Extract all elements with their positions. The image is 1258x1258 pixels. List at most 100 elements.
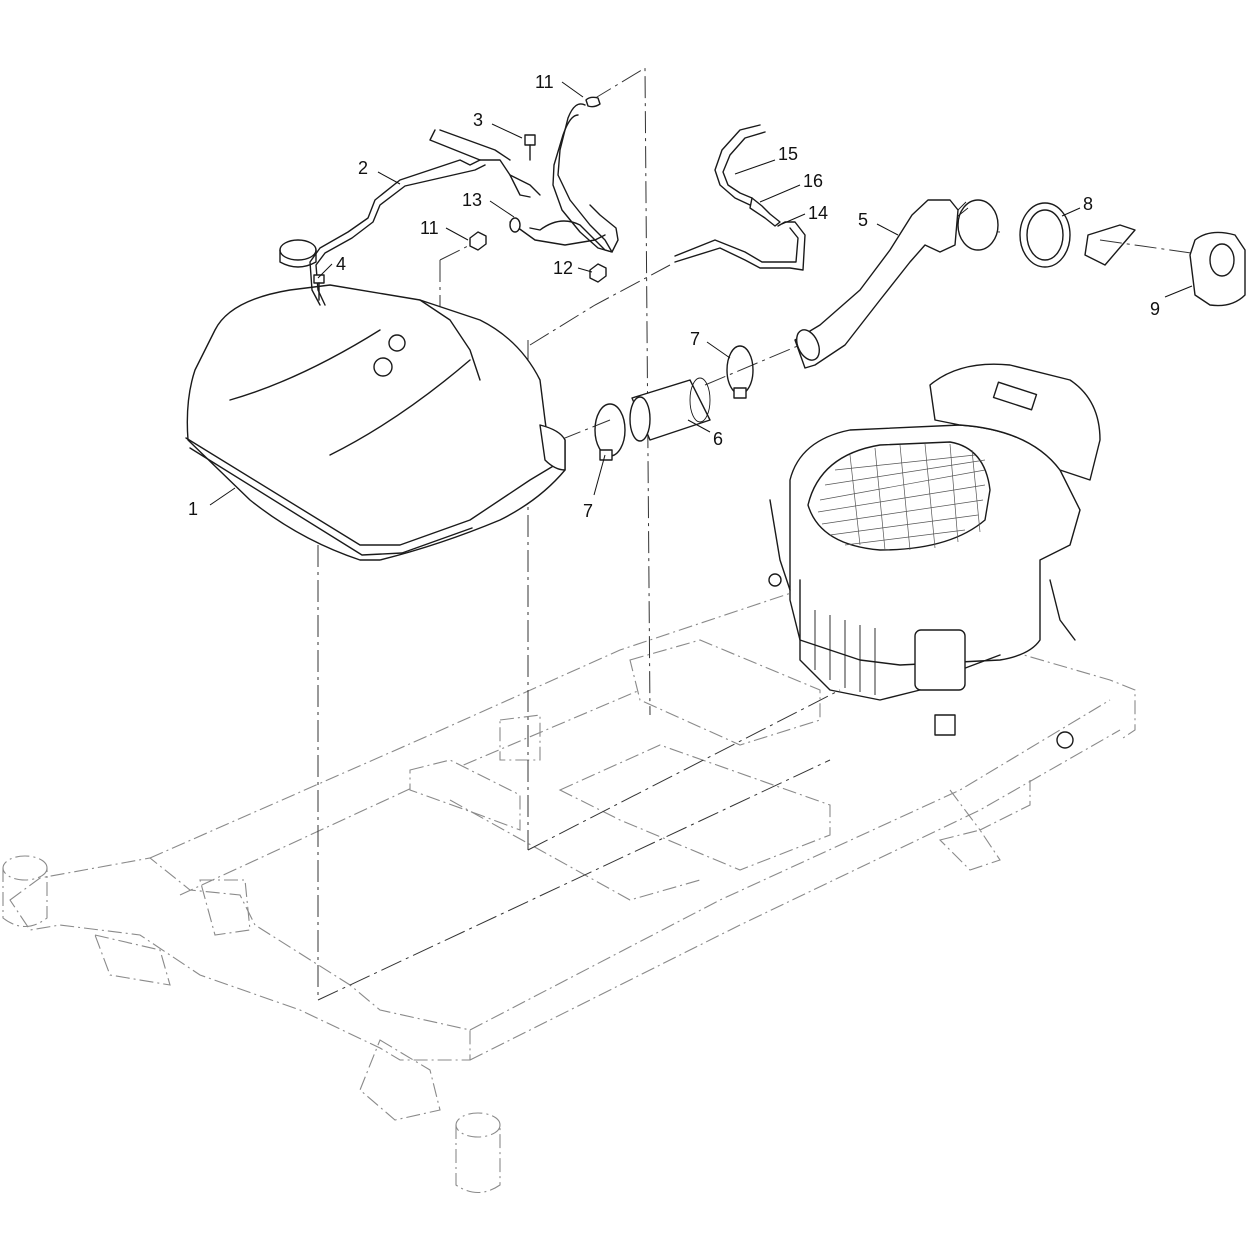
vent-fitting-16 <box>749 197 781 227</box>
callout-12: 12 <box>553 258 573 278</box>
filler-neck-5-mouth <box>957 199 999 251</box>
bracket-e <box>938 829 1001 871</box>
tank-seam-flange <box>185 437 561 546</box>
bracket-a <box>499 714 541 761</box>
clamp-7-left-screw <box>599 449 613 461</box>
engine-air-cleaner-cover <box>929 363 1101 481</box>
filler-hose-6-end-a <box>629 396 651 442</box>
rear-bracket <box>949 780 1031 831</box>
leader-3 <box>491 123 523 139</box>
rear-crossmember <box>799 589 1136 741</box>
leader-11b <box>445 227 469 241</box>
front-crossmember <box>9 857 471 1061</box>
callout-15: 15 <box>778 144 798 164</box>
engine-bracket-right <box>1049 579 1076 641</box>
vent-rod-top-b <box>439 129 511 161</box>
leader-13 <box>489 200 515 218</box>
tank-outlet-neck <box>539 424 566 471</box>
leader-11a <box>561 81 584 98</box>
callout-11-mid: 11 <box>420 218 439 238</box>
leader-2 <box>377 171 401 185</box>
clamp-align-left <box>559 419 611 441</box>
right-side-rail <box>469 699 1111 1031</box>
filler-assembly <box>594 199 999 461</box>
vent-rod-tab <box>509 174 541 196</box>
leader-1 <box>209 487 236 506</box>
engine-screen-mesh <box>817 454 986 546</box>
tank-seam-flange-lower <box>189 447 473 556</box>
nut-line-12 <box>529 264 671 346</box>
leader-7b <box>706 341 731 359</box>
callout-9: 9 <box>1150 299 1160 319</box>
fuel-hose-13-end <box>509 217 521 233</box>
nut-11 <box>469 231 487 251</box>
left-tube-end <box>2 855 48 881</box>
fuel-cap-9-logo <box>1209 243 1235 277</box>
hoses <box>509 103 806 271</box>
right-side-rail-lower <box>469 729 1121 1061</box>
tank-cap-top <box>279 239 317 261</box>
left-tube-body <box>2 868 48 928</box>
callout-8: 8 <box>1083 194 1093 214</box>
callout-7-right: 7 <box>690 329 700 349</box>
screw-3-head <box>524 134 536 146</box>
engine-fitting <box>768 573 782 587</box>
clamp-7-right-screw <box>733 387 747 399</box>
nut-12 <box>589 263 607 283</box>
screw-4-head <box>313 274 325 284</box>
fuel-tank <box>185 239 566 561</box>
fuel-hose-13-loop <box>509 221 606 246</box>
engine-mount-plate <box>629 639 821 746</box>
vent-rod-body <box>309 159 481 306</box>
filler-neck-5-threads <box>957 201 969 217</box>
vent-rod-top <box>429 129 531 198</box>
callout-1: 1 <box>188 499 198 519</box>
tank-cap-body <box>279 249 317 268</box>
callout-6: 6 <box>713 429 723 449</box>
callout-16: 16 <box>803 171 823 191</box>
leader-6 <box>687 419 711 433</box>
engine-screen-mesh-v <box>849 443 981 551</box>
leader-lines <box>209 81 1193 506</box>
cap-align-line <box>1099 239 1206 256</box>
engine-fan-screen <box>807 441 991 551</box>
callout-14: 14 <box>808 203 828 223</box>
callout-3: 3 <box>473 110 483 130</box>
cap-tether <box>1084 224 1136 266</box>
bracket-d <box>359 1039 441 1121</box>
leader-12 <box>577 267 593 273</box>
fuel-cap-assembly <box>1019 202 1246 307</box>
left-side-rail <box>149 589 801 859</box>
callout-4: 4 <box>336 254 346 274</box>
tank-floor-line <box>317 759 831 1001</box>
leader-16 <box>759 184 801 203</box>
tank-rear-edge <box>419 299 481 381</box>
leader-7a <box>593 454 606 496</box>
leader-14 <box>781 213 806 225</box>
tank-ridge-b <box>329 359 471 456</box>
engine-oil-filter <box>934 714 956 736</box>
hose-route-line <box>591 67 651 716</box>
bracket-c <box>94 934 171 986</box>
engine-cooling-fins <box>814 610 876 695</box>
callout-11-top: 11 <box>535 72 554 92</box>
callout-5: 5 <box>858 210 868 230</box>
filler-hose-6-end-b <box>689 377 711 423</box>
vent-hose-15-b <box>722 131 766 199</box>
clamp-7-left <box>594 403 626 457</box>
engine-mount-bolt <box>1056 731 1074 749</box>
tank-body <box>186 284 566 561</box>
engine <box>768 363 1101 749</box>
filler-neck-5-outlet <box>795 329 821 361</box>
tank-ridge-a <box>229 329 381 401</box>
bracket-b <box>199 879 251 936</box>
callout-2: 2 <box>358 158 368 178</box>
callout-labels: 1 2 3 4 5 6 7 7 8 9 11 11 12 13 14 15 16 <box>188 72 1160 521</box>
screws <box>313 134 536 301</box>
leader-5 <box>876 223 899 236</box>
engine-throttle-link <box>769 499 791 591</box>
tank-rollover-valve-a <box>373 357 393 377</box>
leader-15 <box>734 159 776 175</box>
